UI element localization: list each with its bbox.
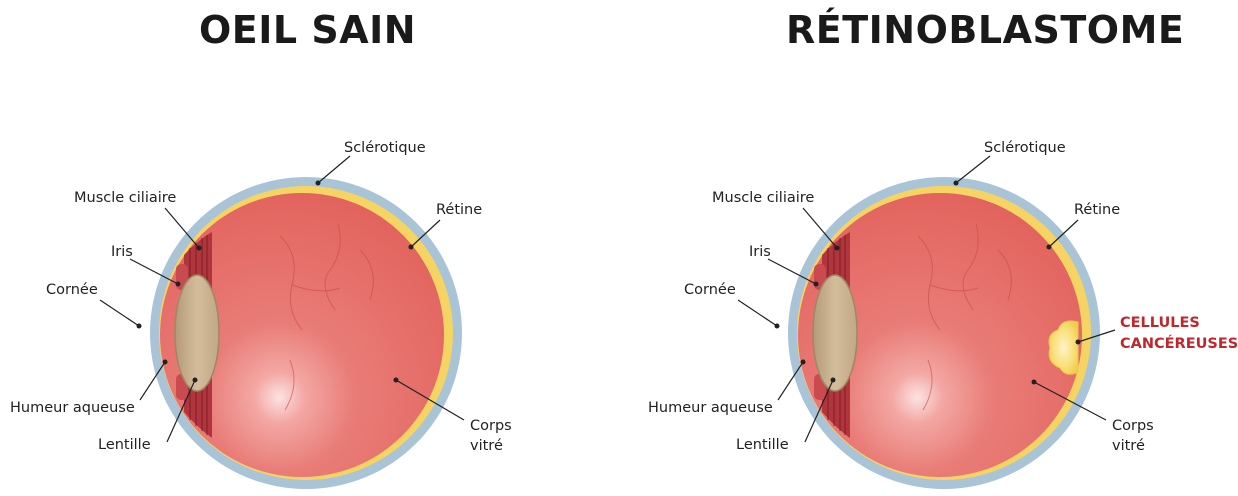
label-sclera: Sclérotique	[984, 140, 1066, 156]
label-cornea: Cornée	[46, 282, 98, 298]
label-aqueous-humor: Humeur aqueuse	[10, 400, 135, 416]
label-lens: Lentille	[98, 437, 151, 453]
label-cancer-cells-line2: CANCÉREUSES	[1120, 335, 1238, 352]
label-iris: Iris	[111, 244, 133, 260]
label-cornea: Cornée	[684, 282, 736, 298]
label-ciliary-muscle: Muscle ciliaire	[74, 190, 176, 206]
label-lens: Lentille	[736, 437, 789, 453]
label-sclera: Sclérotique	[344, 140, 426, 156]
label-ciliary-muscle: Muscle ciliaire	[712, 190, 814, 206]
label-vitreous-line1: Corps	[1112, 418, 1154, 434]
lens	[175, 275, 219, 391]
healthy-eye	[150, 177, 462, 489]
label-vitreous-line2: vitré	[1112, 438, 1145, 454]
retinoblastoma-eye	[788, 177, 1100, 489]
label-retina: Rétine	[436, 202, 482, 218]
lens	[813, 275, 857, 391]
label-vitreous-line1: Corps	[470, 418, 512, 434]
label-iris: Iris	[749, 244, 771, 260]
label-aqueous-humor: Humeur aqueuse	[648, 400, 773, 416]
label-cancer-cells-line1: CELLULES	[1120, 315, 1200, 331]
label-retina: Rétine	[1074, 202, 1120, 218]
label-vitreous-line2: vitré	[470, 438, 503, 454]
